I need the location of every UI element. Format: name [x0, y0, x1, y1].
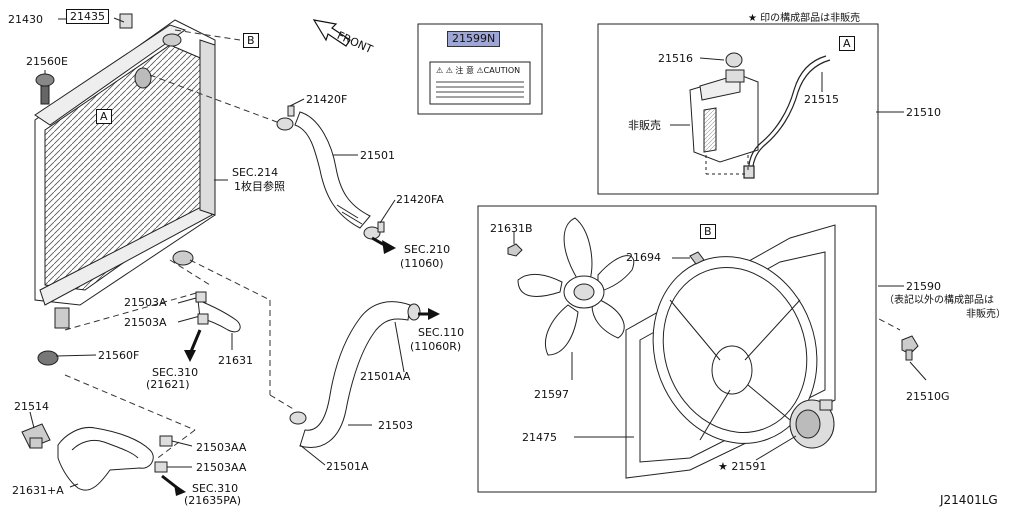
- part-label-21631b: 21631B: [490, 222, 533, 235]
- arrow-sec310-2: [161, 474, 186, 496]
- caution-label-text: ⚠ ⚠ 注 意 ⚠CAUTION: [436, 66, 521, 75]
- part-label-21560f: 21560F: [98, 349, 140, 362]
- section-ref-310-2-note: (21635PA): [184, 494, 242, 507]
- section-ref-214-note: 1枚目参照: [234, 180, 285, 193]
- arrow-sec210: [371, 236, 396, 254]
- part-label-21420fa: 21420FA: [396, 193, 444, 206]
- part-label-21516: 21516: [658, 52, 693, 65]
- part-label-21503aa-2: 21503AA: [196, 461, 247, 474]
- part-label-21694: 21694: [626, 251, 661, 264]
- arrow-sec110: [418, 308, 440, 320]
- part-label-21631: 21631: [218, 354, 253, 367]
- ref-marker-a-radiator: A: [96, 109, 112, 124]
- hose-clamps: [276, 105, 385, 240]
- section-ref-310-1-note: (21621): [146, 378, 190, 391]
- part-label-21435: 21435: [66, 9, 109, 24]
- lower-hose-clamps: [289, 303, 421, 425]
- radiator-assembly: [34, 13, 216, 366]
- not-sold-label: 非販売: [628, 119, 661, 132]
- part-label-21475: 21475: [522, 431, 557, 444]
- part-label-21430: 21430: [8, 13, 43, 26]
- part-label-21597: 21597: [534, 388, 569, 401]
- radiator-leaders: [44, 17, 228, 357]
- ref-marker-a-reservoir: A: [839, 36, 855, 51]
- upper-hose: [294, 111, 371, 229]
- part-label-21501aa: 21501AA: [360, 370, 411, 383]
- fan-motor: [789, 399, 835, 449]
- upper-hose-leaders: [289, 98, 396, 224]
- arrow-sec310-1: [184, 329, 202, 362]
- front-arrow-icon: [312, 19, 351, 47]
- part-label-21590: 21590: [906, 280, 941, 293]
- bracket-21514: [21, 423, 51, 449]
- part-label-21510g: 21510G: [906, 390, 950, 403]
- ref-marker-b-fan: B: [700, 224, 716, 239]
- part-21590-note-1: （表記以外の構成部品は: [884, 295, 994, 306]
- legend-note: ★ 印の構成部品は非販売: [748, 13, 861, 24]
- fan-blade: [517, 217, 635, 356]
- section-ref-310-1: SEC.310: [152, 366, 199, 379]
- lower-hose: [299, 301, 411, 448]
- part-label-21503: 21503: [378, 419, 413, 432]
- part-label-21599n: 21599N: [447, 31, 501, 47]
- section-ref-110: SEC.110: [418, 326, 465, 339]
- part-label-21503a-2: 21503A: [124, 316, 167, 329]
- reservoir-leaders: [670, 57, 904, 175]
- bolt-21631b: [507, 243, 523, 257]
- ref-marker-b-radiator: B: [243, 33, 259, 48]
- part-label-21591: ★ 21591: [718, 460, 767, 473]
- diagram-code: J21401LG: [940, 493, 998, 507]
- hose-21631: [195, 291, 241, 333]
- part-label-21514: 21514: [14, 400, 49, 413]
- reservoir-cap: [725, 52, 743, 68]
- part-label-21503aa-1: 21503AA: [196, 441, 247, 454]
- part-label-21501a: 21501A: [326, 460, 369, 473]
- lower-hose-leaders: [299, 321, 405, 466]
- fan-leaders: [513, 232, 927, 461]
- part-label-21420f: 21420F: [306, 93, 348, 106]
- part-label-21515: 21515: [804, 93, 839, 106]
- section-ref-210-note: (11060): [400, 257, 444, 270]
- hose-21631a: [57, 426, 154, 491]
- section-ref-310-2: SEC.310: [192, 482, 239, 495]
- bolt-21694: [689, 251, 705, 265]
- part-label-21503a-1: 21503A: [124, 296, 167, 309]
- caution-label-lines: [436, 81, 524, 98]
- part-label-21510: 21510: [906, 106, 941, 119]
- section-ref-214: SEC.214: [232, 166, 279, 179]
- hose-a-leaders: [29, 411, 193, 488]
- part-label-21501: 21501: [360, 149, 395, 162]
- fan-shroud: [625, 224, 836, 479]
- section-ref-110-note: (11060R): [410, 340, 462, 353]
- reservoir-tank: [689, 69, 759, 163]
- reservoir-hose-21515: [743, 55, 831, 179]
- section-ref-210: SEC.210: [404, 243, 451, 256]
- part-label-21631a: 21631+A: [12, 484, 64, 497]
- bolt-21510g: [901, 335, 919, 361]
- part-21590-note-2: 非販売）: [966, 309, 1006, 320]
- part-label-21560e: 21560E: [26, 55, 68, 68]
